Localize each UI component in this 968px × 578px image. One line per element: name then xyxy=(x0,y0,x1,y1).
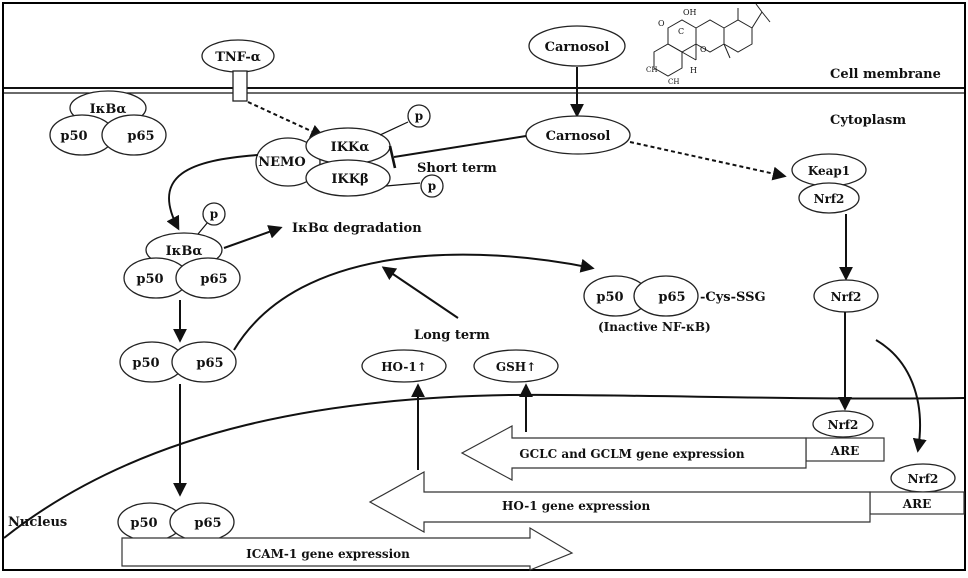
nrf2-are2-label: Nrf2 xyxy=(908,472,939,486)
nrf2-are1-label: Nrf2 xyxy=(828,418,859,432)
ho1-up-node xyxy=(361,349,447,383)
ikka-p-bond xyxy=(379,121,409,136)
tnf-alpha-label: TNF-α xyxy=(215,50,261,65)
p-ikkb-label: p xyxy=(428,179,436,193)
ikba-label-2: IκBα xyxy=(166,244,203,259)
tnf-to-ikk-arrow xyxy=(247,101,325,138)
p65-ssg-label: p65 xyxy=(658,290,685,305)
p50-ssg-label: p50 xyxy=(596,290,623,305)
p65-label-3: p65 xyxy=(196,356,223,371)
p50-label-1: p50 xyxy=(60,129,87,144)
inhibition-bar xyxy=(388,145,397,169)
p-ikka-label: p xyxy=(415,109,423,123)
ikba-label-1: IκBα xyxy=(90,102,127,117)
p65-node-3 xyxy=(171,341,237,383)
gclc-expression-arrow xyxy=(460,424,807,482)
ikba-degradation-label: IκBα degradation xyxy=(292,221,422,236)
nrf2-free-label: Nrf2 xyxy=(831,290,862,304)
structure-o2: O xyxy=(700,45,707,54)
nucleus-label: Nucleus xyxy=(8,515,67,530)
ho1-expression-label: HO-1 gene expression xyxy=(502,499,651,513)
p-ikba-label: p xyxy=(210,207,218,221)
ikkb-p-bond xyxy=(385,182,421,187)
p65-ssg-node xyxy=(633,275,699,317)
long-term-arrow xyxy=(381,266,459,319)
carnosol-outside-node xyxy=(528,25,626,67)
are1-label: ARE xyxy=(830,444,859,458)
p-ikka-circle xyxy=(407,104,431,128)
icam1-expression-label: ICAM-1 gene expression xyxy=(246,547,410,561)
ikba-p-bond xyxy=(197,221,209,235)
structure-ch3a: CH xyxy=(646,66,657,74)
gsh-up-label: GSH↑ xyxy=(496,360,536,374)
p50-label-2: p50 xyxy=(136,272,163,287)
ikkb-label: IKKβ xyxy=(331,172,368,187)
p65-node-2 xyxy=(175,257,241,299)
glutathionylation-arrow xyxy=(233,253,595,351)
gsh-up-node xyxy=(473,349,559,383)
ho1-expression-arrow xyxy=(368,470,871,534)
carnosol-inhibition-line xyxy=(393,135,527,158)
carnosol-structure-image xyxy=(653,3,771,77)
structure-oh: OH xyxy=(683,8,697,17)
cell-membrane-line xyxy=(4,87,964,94)
are2-label: ARE xyxy=(902,497,931,511)
carnosol-inside-label: Carnosol xyxy=(546,129,611,144)
nrf2-keap-node xyxy=(798,182,860,214)
cys-ssg-label: -Cys-SSG xyxy=(700,290,766,305)
cell-membrane-label: Cell membrane xyxy=(830,67,941,82)
ikkb-node xyxy=(305,159,391,197)
degradation-arrow xyxy=(223,225,283,249)
tnf-receptor xyxy=(201,39,275,102)
icam1-expression-arrow xyxy=(121,526,574,571)
gclc-expression-label: GCLC and GCLM gene expression xyxy=(519,447,745,461)
structure-h: H xyxy=(690,66,697,75)
structure-ch3b: CH xyxy=(668,78,679,86)
nrf2-are1-node xyxy=(812,410,874,438)
nrf2-keap-label: Nrf2 xyxy=(814,192,845,206)
p-ikkb-circle xyxy=(420,174,444,198)
carnosol-outside-label: Carnosol xyxy=(545,40,610,55)
p65-label-4: p65 xyxy=(194,516,221,531)
p50-label-4: p50 xyxy=(130,516,157,531)
p-ikba-circle xyxy=(202,202,226,226)
nemo-label: NEMO xyxy=(258,155,306,170)
p65-node-1 xyxy=(101,114,167,156)
p65-label-2: p65 xyxy=(200,272,227,287)
structure-o1: O xyxy=(658,19,665,28)
inactive-nfkb-label: (Inactive NF-κB) xyxy=(598,320,711,334)
cytoplasm-label: Cytoplasm xyxy=(830,113,906,128)
ikka-label: IKKα xyxy=(331,140,370,155)
long-term-label: Long term xyxy=(414,328,490,343)
ho1-up-label: HO-1↑ xyxy=(381,360,427,374)
carnosol-to-keap1-arrow xyxy=(629,141,787,181)
p65-label-1: p65 xyxy=(127,129,154,144)
carnosol-inside-node xyxy=(525,115,631,155)
short-term-label: Short term xyxy=(417,161,497,176)
ikk-phosphorylation-arrow xyxy=(166,154,259,231)
nemo-node xyxy=(255,137,321,187)
structure-c: C xyxy=(678,27,684,36)
keap1-label: Keap1 xyxy=(808,164,850,178)
p50-label-3: p50 xyxy=(132,356,159,371)
nrf2-translocation-arrow-2 xyxy=(875,339,927,453)
